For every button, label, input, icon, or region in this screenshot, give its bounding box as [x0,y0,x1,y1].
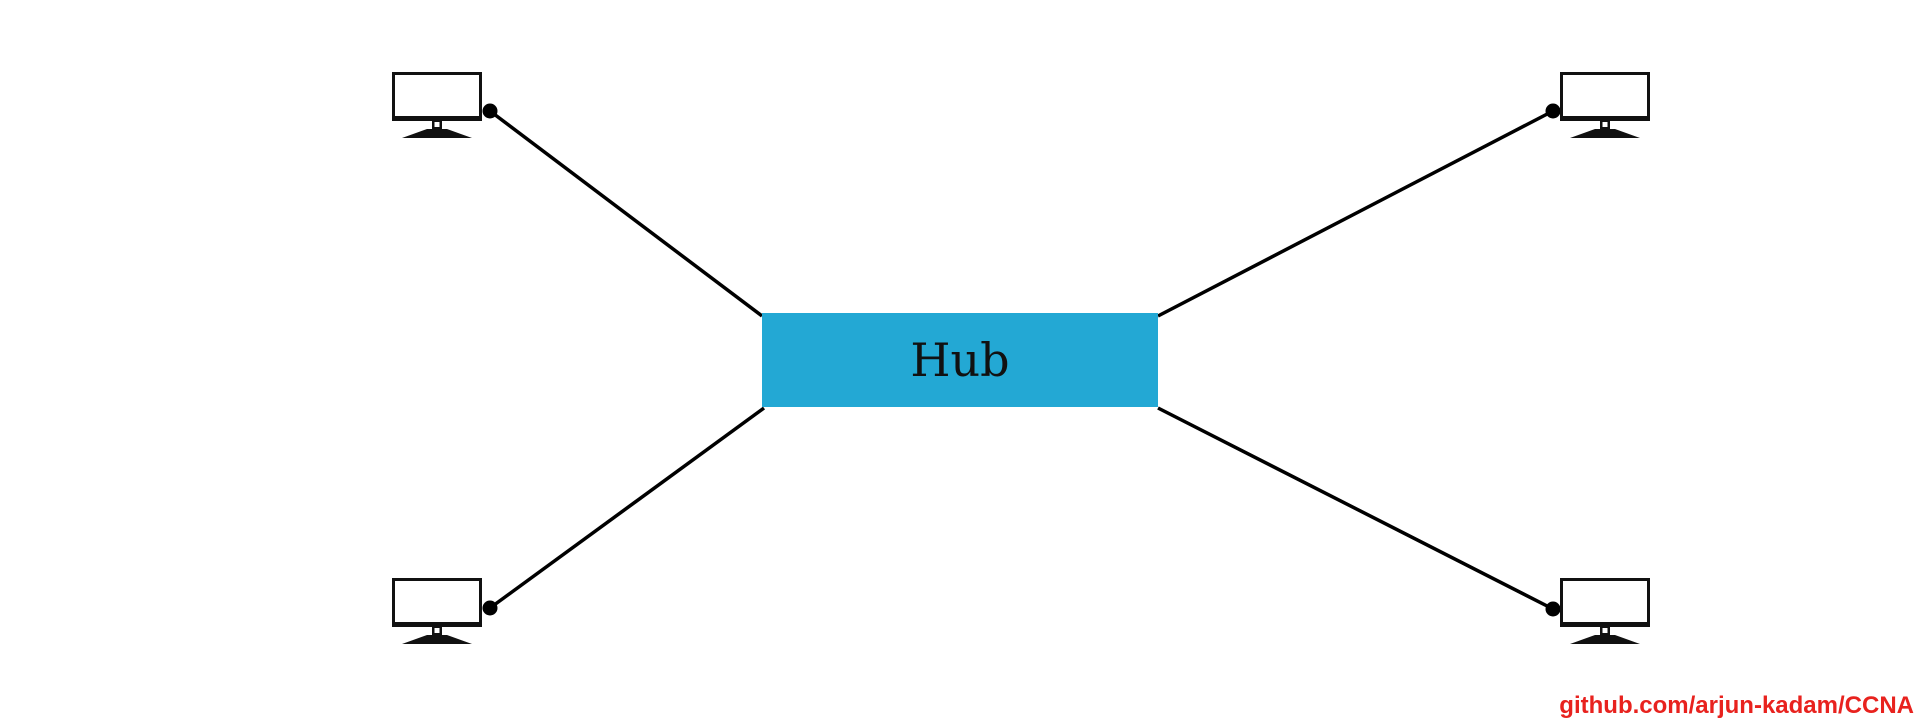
link-hub-top-right [1157,109,1554,318]
port-dot-bottom-left [482,600,498,616]
watermark-link-text: github.com/arjun-kadam/CCNA [1559,692,1914,719]
hub-node [762,313,1158,407]
desktop-monitor-icon [1558,578,1652,646]
desktop-monitor-icon [1558,72,1652,140]
port-dot-bottom-right [1545,601,1561,617]
desktop-monitor-icon [390,578,484,646]
link-hub-top-left [488,109,764,318]
hub-label-container: Hub [762,313,1158,407]
link-hub-bottom-right [1157,406,1554,611]
port-dot-top-left [482,103,498,119]
desktop-monitor-icon [390,72,484,140]
link-hub-bottom-left [488,406,766,610]
port-dot-top-right [1545,103,1561,119]
hub-label: Hub [910,333,1010,387]
